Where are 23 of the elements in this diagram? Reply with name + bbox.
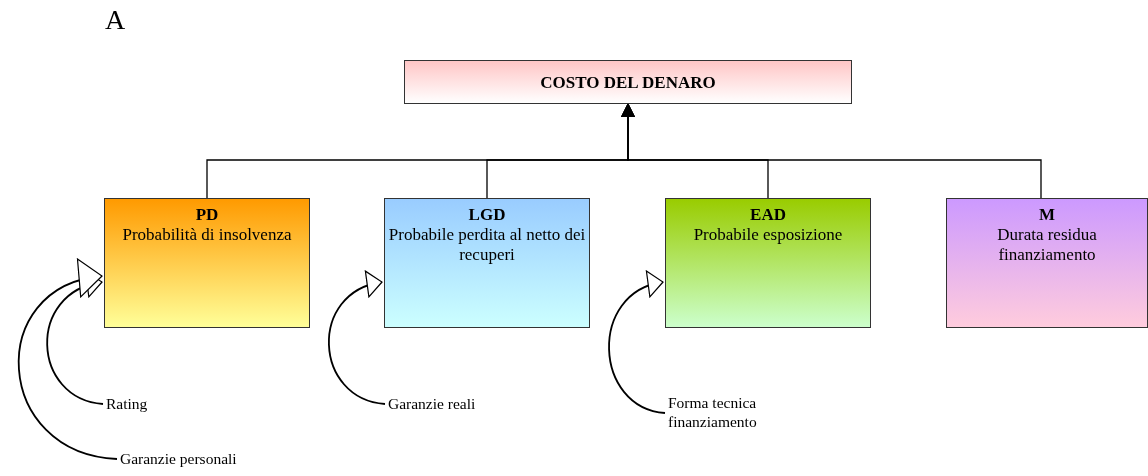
box-title: PD bbox=[195, 205, 219, 225]
curved-arrow bbox=[328, 272, 386, 405]
panel-letter: A bbox=[105, 4, 126, 36]
connector-arrow bbox=[621, 103, 1042, 199]
factor-label: Rating bbox=[106, 394, 148, 413]
box-description: Probabile perdita al netto dei recuperi bbox=[387, 225, 587, 265]
box-description: Probabile esposizione bbox=[693, 225, 843, 245]
box-description: Durata residua finanziamento bbox=[996, 225, 1098, 265]
box-description: Probabilità di insolvenza bbox=[122, 225, 292, 245]
factor-box bbox=[946, 198, 1148, 328]
factor-label: Forma tecnica finanziamento bbox=[668, 393, 758, 431]
factor-box bbox=[665, 198, 871, 328]
factor-box bbox=[384, 198, 590, 328]
factor-label: Garanzie reali bbox=[388, 394, 476, 413]
curved-arrow bbox=[18, 261, 118, 460]
box-title: EAD bbox=[750, 205, 786, 225]
box-title: M bbox=[1038, 205, 1055, 225]
result-box bbox=[404, 60, 852, 104]
factor-label: Garanzie personali bbox=[120, 449, 237, 468]
curved-arrow bbox=[608, 272, 666, 414]
box-title: LGD bbox=[468, 205, 506, 225]
factor-box bbox=[104, 198, 310, 328]
box-title: COSTO DEL DENARO bbox=[540, 73, 716, 93]
